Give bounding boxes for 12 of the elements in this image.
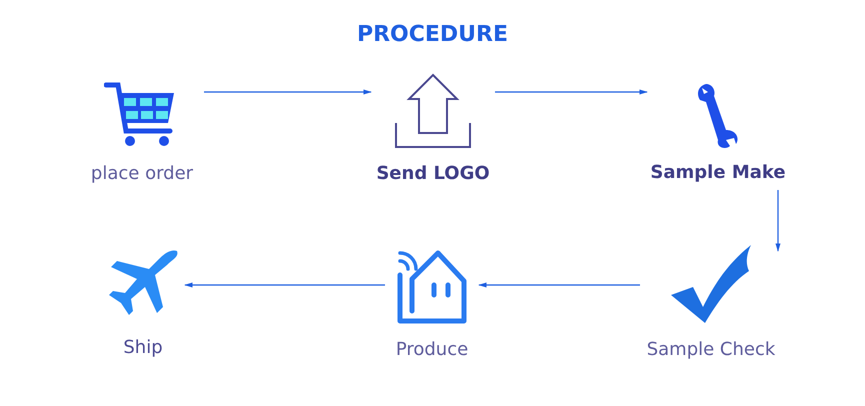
arrow xyxy=(478,282,640,288)
step-label: place order xyxy=(90,163,194,184)
arrow xyxy=(775,190,781,252)
step-label: Sample Check xyxy=(646,339,776,360)
step-label: Send LOGO xyxy=(375,163,491,184)
arrow xyxy=(184,282,385,288)
diagram-title: PROCEDURE xyxy=(356,22,510,47)
step-label: Produce xyxy=(394,339,470,360)
step-label: Sample Make xyxy=(649,162,787,183)
step-label: Ship xyxy=(122,337,164,358)
arrow xyxy=(204,89,372,95)
arrow xyxy=(495,89,648,95)
